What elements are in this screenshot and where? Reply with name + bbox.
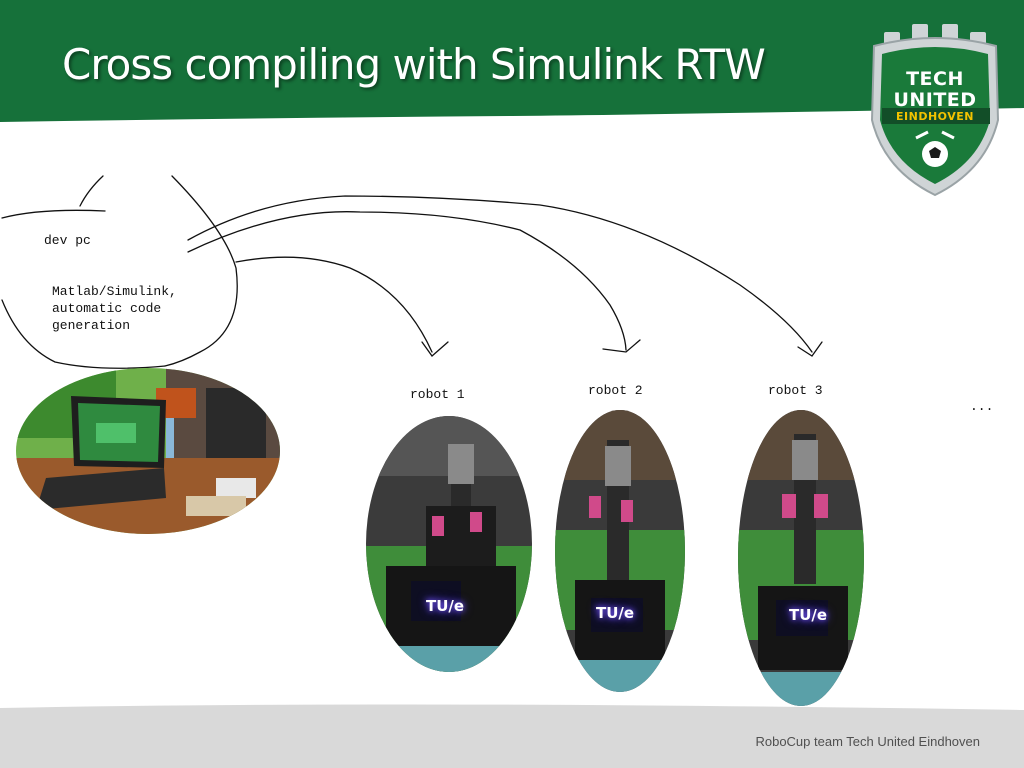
robot-2-label: robot 2: [588, 383, 643, 398]
software-label: Matlab/Simulink, automatic code generati…: [52, 284, 177, 333]
dev-pc-label: dev pc: [44, 233, 91, 248]
slide-title: Cross compiling with Simulink RTW: [62, 40, 766, 89]
arrow-robot-2: [187, 211, 627, 351]
logo-text-united: UNITED: [893, 89, 977, 111]
more-robots-ellipsis: ...: [970, 399, 994, 414]
header-background: [0, 0, 1024, 122]
footer-text: RoboCup team Tech United Eindhoven: [755, 734, 980, 749]
robot-3-label: robot 3: [768, 383, 823, 398]
cloud-stroke-left: [1, 209, 106, 219]
logo-text-eindhoven: EINDHOVEN: [896, 110, 974, 123]
robot-1-tue-badge: TU/e: [426, 597, 465, 615]
arrowhead-robot-1: [421, 341, 449, 357]
robot-1-photo: [366, 416, 532, 672]
dev-pc-photo: [16, 368, 280, 534]
logo-text-tech: TECH: [906, 68, 964, 90]
footer-background: [0, 704, 1024, 768]
hand-drawn-diagram: [1, 175, 823, 369]
robot-3-tue-badge: TU/e: [789, 606, 828, 624]
slide-footer: [0, 700, 1024, 768]
cloud-stroke-top-left: [79, 175, 104, 207]
tech-united-logo: [870, 24, 1000, 197]
arrow-robot-3: [187, 195, 813, 353]
robot-2-photo: [555, 410, 685, 692]
arrowhead-robot-3: [797, 341, 823, 357]
cloud-stroke-right: [164, 175, 238, 367]
slide-header: [0, 0, 1024, 130]
robot-1-label: robot 1: [410, 387, 465, 402]
arrowhead-robot-2: [602, 339, 641, 353]
robot-2-tue-badge: TU/e: [596, 604, 635, 622]
arrow-robot-1: [235, 256, 433, 353]
robot-3-photo: [738, 410, 864, 706]
soccer-ball-icon: [922, 141, 948, 167]
